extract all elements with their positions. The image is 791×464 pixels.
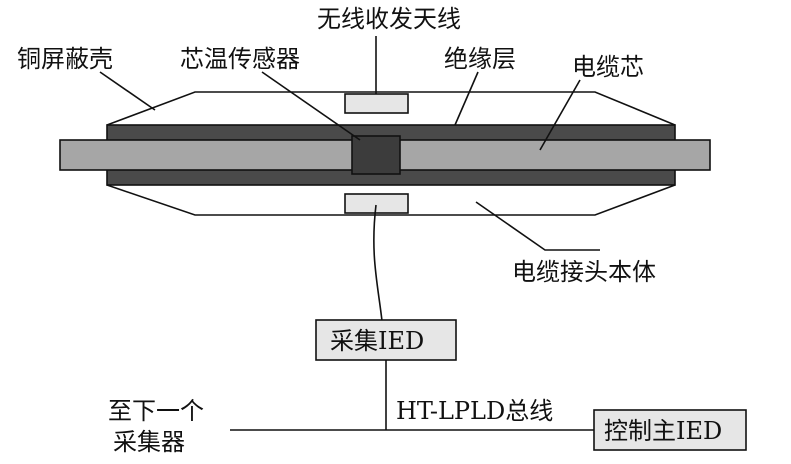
label-shield: 铜屏蔽壳 <box>17 45 113 73</box>
leader-sensor <box>261 71 361 141</box>
label-antenna: 无线收发天线 <box>317 5 461 33</box>
wireless-antenna-lower <box>344 193 409 214</box>
leader-shield <box>99 71 156 111</box>
label-control-ied: 控制主IED <box>604 417 722 445</box>
label-joint-body: 电缆接头本体 <box>512 258 656 286</box>
label-next-collector-line1: 至下一个 <box>108 397 204 425</box>
core-temperature-sensor <box>351 135 401 175</box>
joint-body-upper-outline <box>106 91 676 126</box>
label-bus: HT-LPLD总线 <box>396 397 553 425</box>
leader-core <box>539 79 581 151</box>
wireless-antenna-upper <box>344 93 409 114</box>
label-core: 电缆芯 <box>572 53 644 81</box>
leader-insulation <box>454 71 479 126</box>
label-next-collector-line2: 采集器 <box>113 428 185 456</box>
label-insulation: 绝缘层 <box>444 45 516 73</box>
antenna-to-collect-ied-wire <box>373 204 383 322</box>
control-ied-box <box>593 409 747 451</box>
collect-ied-box <box>315 319 457 361</box>
label-sensor: 芯温传感器 <box>180 45 300 73</box>
joint-body-lower-outline <box>106 184 676 216</box>
leader-joint-body <box>475 201 600 251</box>
label-collect-ied: 采集IED <box>330 327 424 355</box>
